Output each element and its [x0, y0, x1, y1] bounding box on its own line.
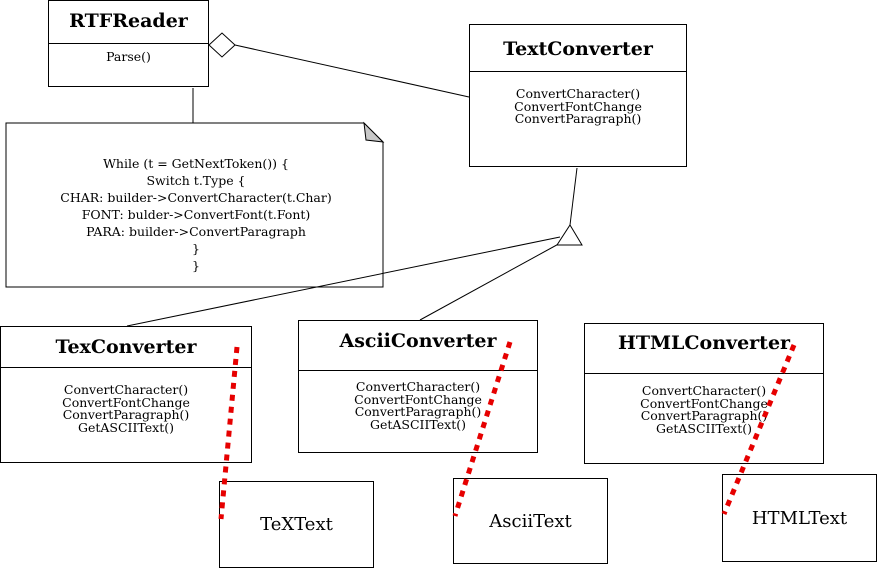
note-line: While (t = GetNextToken()) { [103, 156, 289, 171]
note-line: PARA: builder->ConvertParagraph [86, 224, 306, 239]
class-operations: ConvertCharacter() ConvertFontChange Con… [470, 86, 686, 126]
class-divider [49, 43, 208, 44]
class-divider [1, 367, 251, 368]
generalization-triangle-icon [556, 224, 583, 246]
class-operations: ConvertCharacter() ConvertFontChange Con… [1, 382, 251, 435]
class-divider [585, 373, 823, 374]
note-line: Switch t.Type { [146, 173, 246, 188]
operation: ConvertParagraph() [514, 111, 642, 126]
tex-converter-class: TexConverter ConvertCharacter() ConvertF… [0, 326, 252, 463]
operation: ConvertParagraph() [62, 407, 190, 422]
class-name: TexConverter [55, 336, 197, 358]
note-shape [5, 122, 384, 288]
note-line: FONT: bulder->ConvertFont(t.Font) [81, 207, 311, 222]
operation: ConvertFontChange [62, 394, 190, 410]
note-fold [363, 121, 385, 143]
class-name: TextConverter [503, 38, 653, 60]
operation: GetASCIIText() [655, 420, 753, 436]
class-name: AsciiConverter [339, 330, 497, 352]
note-pseudocode: While (t = GetNextToken()) { Switch t.Ty… [8, 155, 384, 274]
operation: ConvertCharacter() [63, 382, 189, 397]
ascii-converter-class: AsciiConverter ConvertCharacter() Conver… [298, 320, 538, 453]
inheritance-line-ascii [419, 240, 565, 321]
class-divider [470, 71, 686, 72]
class-name: RTFReader [69, 10, 188, 32]
note-line: CHAR: builder->ConvertCharacter(t.Char) [60, 190, 332, 205]
class-divider [299, 370, 537, 371]
tex-text-product: TeXText [219, 481, 374, 568]
aggregation-diamond-icon [208, 32, 236, 58]
rtf-reader-class: RTFReader Parse() [48, 0, 209, 87]
note-line: } [192, 258, 200, 273]
html-converter-class: HTMLConverter ConvertCharacter() Convert… [584, 323, 824, 464]
inheritance-line-parent [569, 167, 578, 226]
class-name: HTMLConverter [617, 332, 791, 354]
operation: ConvertCharacter() [355, 379, 481, 394]
text-converter-class: TextConverter ConvertCharacter() Convert… [469, 24, 687, 167]
operation: ConvertCharacter() [515, 86, 641, 101]
operation: GetASCIIText() [369, 416, 467, 432]
html-text-product: HTMLText [722, 474, 877, 562]
class-operations: Parse() [49, 49, 208, 64]
ascii-text-product: AsciiText [453, 478, 608, 564]
class-operations: ConvertCharacter() ConvertFontChange Con… [299, 379, 537, 432]
operation: ConvertFontChange [514, 98, 642, 114]
operation: GetASCIIText() [77, 419, 175, 435]
inheritance-line-tex [126, 236, 561, 327]
note-line: } [192, 241, 200, 256]
operation: ConvertParagraph() [354, 404, 482, 419]
class-operations: ConvertCharacter() ConvertFontChange Con… [585, 384, 823, 436]
operation: Parse() [106, 49, 151, 64]
aggregation-line [234, 44, 470, 98]
operation: ConvertFontChange [354, 391, 482, 407]
